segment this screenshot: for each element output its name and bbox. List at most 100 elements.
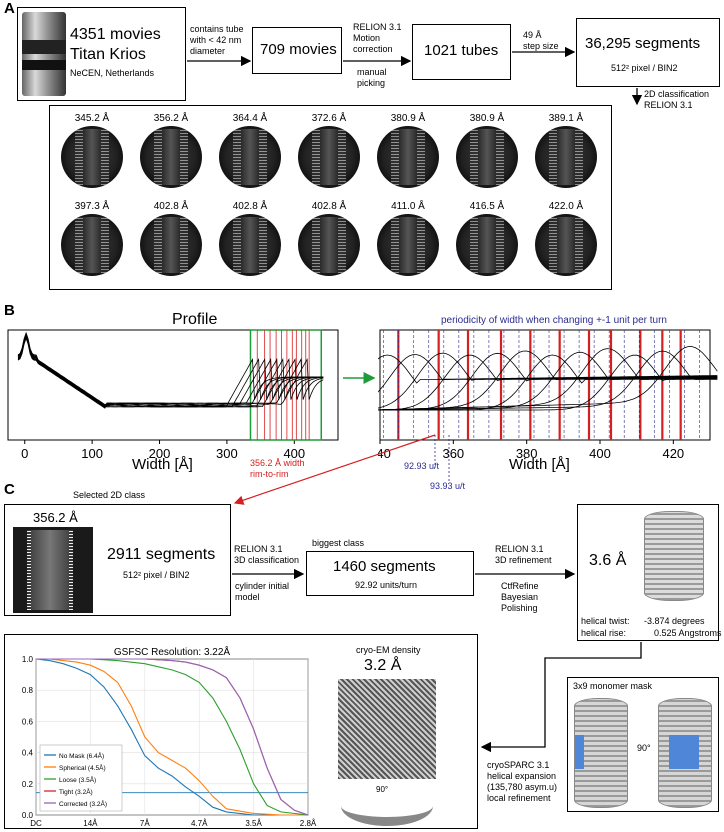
helical-rise-label: helical rise:	[581, 628, 627, 638]
class-average: 397.3 Å	[58, 200, 126, 276]
selected-class-label: Selected 2D class	[73, 490, 146, 500]
segments-box: 36,295 segments 512² pixel / BIN2	[576, 18, 720, 87]
mask-model-left	[574, 698, 628, 808]
x-tick-label: 4.7Å	[191, 819, 208, 828]
mask-box: 3x9 monomer mask 90°	[567, 677, 719, 812]
class-average: 380.9 Å	[453, 112, 521, 188]
fsc-chart: GSFSC Resolution: 3.22Å0.00.20.40.60.81.…	[22, 645, 317, 828]
segments-sub: 512² pixel / BIN2	[611, 63, 678, 73]
class-width-label: 372.6 Å	[311, 113, 347, 124]
class-width-label: 345.2 Å	[74, 113, 110, 124]
class-width-label: 422.0 Å	[548, 201, 584, 212]
x-tick-label: 7Å	[140, 819, 150, 828]
class-image	[219, 214, 281, 276]
legend-label: Spherical (4.5Å)	[59, 763, 106, 772]
x-tick-label: 200	[149, 446, 171, 461]
class-image	[456, 214, 518, 276]
chart-title: GSFSC Resolution: 3.22Å	[114, 645, 230, 658]
class-image	[140, 214, 202, 276]
y-tick-label: 0.2	[22, 780, 34, 789]
panel-b-letter: B	[4, 302, 15, 319]
x-tick-label: 0	[21, 446, 28, 461]
helical-twist-value: -3.874 degrees	[644, 616, 705, 626]
profile-curve	[17, 337, 324, 409]
microscope-name: Titan Krios	[70, 46, 146, 63]
class-image	[535, 214, 597, 276]
class-average: 364.4 Å	[216, 112, 284, 188]
panel-a-letter: A	[4, 0, 15, 17]
x-tick-label: 420	[662, 446, 684, 461]
class-width-label: 416.5 Å	[469, 201, 505, 212]
class-image	[298, 214, 360, 276]
legend-label: Tight (3.2Å)	[59, 787, 93, 796]
class-image	[61, 126, 123, 188]
class-average: 380.9 Å	[374, 112, 442, 188]
class-width-label: 380.9 Å	[469, 113, 505, 124]
x-tick-label: 340	[378, 446, 391, 461]
x-tick-label: 300	[216, 446, 238, 461]
x-tick-label: 360	[442, 446, 464, 461]
biggest-segments: 1460 segments	[333, 558, 436, 575]
class-average: 372.6 Å	[295, 112, 363, 188]
legend-label: Corrected (3.2Å)	[59, 799, 107, 808]
x-tick-label: 400	[283, 446, 305, 461]
helical-rise-value: 0.525 Angstroms	[654, 628, 722, 638]
red-pointer-arrow	[233, 434, 450, 505]
helical-twist-label: helical twist:	[581, 616, 630, 626]
class-average: 356.2 Å	[137, 112, 205, 188]
class-image	[377, 126, 439, 188]
class-image	[61, 214, 123, 276]
class-image	[377, 214, 439, 276]
c-arrow3	[480, 642, 642, 753]
movies-box: 709 movies	[252, 27, 342, 74]
class-average: 416.5 Å	[453, 200, 521, 276]
periodicity-u2: 93.93 u/t	[430, 481, 466, 491]
y-tick-label: 1.0	[22, 655, 34, 664]
x-tick-label: 400	[589, 446, 611, 461]
class-image	[456, 126, 518, 188]
profile-curve	[17, 335, 324, 408]
biggest-sub: 92.92 units/turn	[355, 580, 418, 590]
fsc-series-line	[36, 658, 308, 816]
class-average: 402.8 Å	[295, 200, 363, 276]
class-width-label: 402.8 Å	[153, 201, 189, 212]
fsc-series-line	[36, 658, 309, 816]
fsc-series-line	[35, 658, 308, 816]
legend-box	[39, 744, 123, 812]
legend-label: No Mask (6.4Å)	[59, 751, 104, 760]
class-width-label: 364.4 Å	[232, 113, 268, 124]
class-average: 422.0 Å	[532, 200, 600, 276]
microscope-box: 4351 movies Titan Krios NeCEN, Netherlan…	[17, 7, 186, 101]
class-width-label: 389.1 Å	[548, 113, 584, 124]
microscope-location: NeCEN, Netherlands	[70, 68, 155, 78]
chart-legend: No Mask (6.4Å)Spherical (4.5Å)Loose (3.5…	[39, 744, 123, 812]
density-angle: 90°	[376, 785, 389, 794]
class-average: 345.2 Å	[58, 112, 126, 188]
class-width-label: 356.2 Å	[153, 113, 189, 124]
mask-label: 3x9 monomer mask	[573, 681, 653, 691]
x-tick-label: 380	[516, 446, 538, 461]
panel-c-arrows	[232, 568, 642, 753]
selected-segments-sub: 512² pixel / BIN2	[123, 570, 190, 580]
class-width-label: 402.8 Å	[311, 201, 347, 212]
class-image	[140, 126, 202, 188]
biggest-class-box: 1460 segments 92.92 units/turn	[306, 551, 474, 596]
x-tick-label: 3.5Å	[245, 819, 262, 828]
y-tick-label: 0.4	[22, 749, 34, 758]
movies-count: 709 movies	[260, 41, 337, 58]
class-width-label: 402.8 Å	[232, 201, 268, 212]
microscope-image	[22, 12, 66, 96]
y-tick-label: 0.0	[22, 811, 34, 820]
y-tick-label: 0.6	[22, 717, 34, 726]
periodicity-label: periodicity of width when changing +-1 u…	[441, 315, 667, 326]
tubes-count: 1021 tubes	[424, 42, 499, 59]
selected-width: 356.2 Å	[33, 510, 78, 525]
class-image	[535, 126, 597, 188]
profile-left-xlabel: Width [Å]	[132, 456, 193, 473]
